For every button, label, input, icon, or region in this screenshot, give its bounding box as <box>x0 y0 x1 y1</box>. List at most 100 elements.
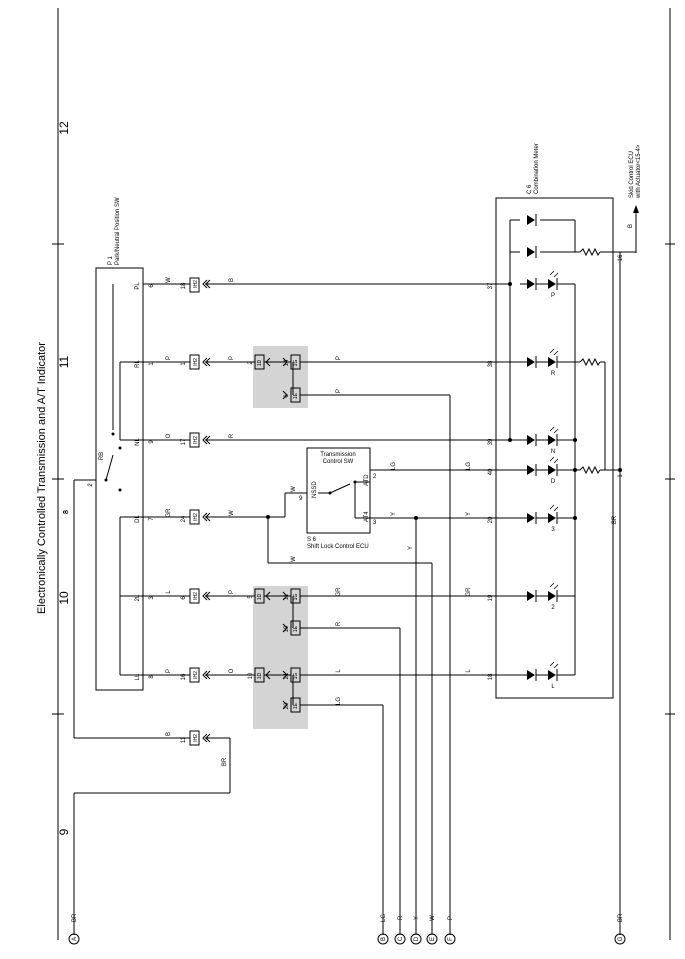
junction-label-1D: 1D <box>257 593 263 600</box>
connector-id-A: A <box>72 937 78 941</box>
side-digit: 8 <box>63 510 70 514</box>
wire-color-dl-right: W <box>229 510 235 516</box>
p1-label-NL: NL <box>135 438 141 446</box>
connector-id-G: G <box>618 936 624 941</box>
connector-color-G: BR <box>618 913 624 922</box>
connector-color-E: W <box>430 915 436 921</box>
wire-color-l2-right: GR <box>336 587 342 597</box>
ih2-pin-16: 16 <box>181 673 187 680</box>
junction-pin-6: 6 <box>284 394 290 398</box>
junction-pin-19: 19 <box>284 625 290 632</box>
svg-text:Control SW: Control SW <box>323 459 354 465</box>
diagram-labels: 6PL1RL9NL7DL32L8LL2RBIH218IH21IH217IH224… <box>64 254 624 941</box>
svg-text:Transmission: Transmission <box>320 452 355 458</box>
wire-color-l2-far: GR <box>466 587 472 597</box>
p1-label-rb: RB <box>99 452 105 460</box>
wire-color-ll-right: L <box>336 669 342 673</box>
wire-color-g-wire: BR <box>612 515 618 524</box>
c6-name: Combination Meter <box>534 143 540 194</box>
connector-color-B: LG <box>381 914 387 922</box>
ih2-label: IH2 <box>193 280 199 288</box>
connector-c <box>394 933 406 945</box>
p1-pin-rb: 2 <box>88 483 94 487</box>
p1-pin-7: 7 <box>149 517 155 521</box>
section-9: 9 <box>57 828 71 835</box>
svg-text:9: 9 <box>299 496 303 502</box>
connector-f <box>444 933 456 945</box>
section-10: 10 <box>57 591 71 605</box>
wire-color-at4-right: Y <box>466 512 472 516</box>
wire-color-dl-down: W <box>291 556 297 562</box>
connector-id-B: B <box>381 937 387 941</box>
junction-pin-5: 5 <box>248 595 254 599</box>
junction-label-1E: 1E <box>293 702 299 709</box>
wire-color-nssd: W <box>291 486 297 492</box>
svg-text:Electronically Controlled Tran: Electronically Controlled Transmission a… <box>36 342 48 614</box>
bottom-connectors <box>68 933 626 945</box>
c6-pin-19: 19 <box>488 594 494 601</box>
junction-label-1G: 1G <box>293 594 299 601</box>
c6-pin-18: 18 <box>488 673 494 680</box>
wire-color-ll-mid: O <box>229 668 235 673</box>
ih2-pin-6: 6 <box>181 596 187 600</box>
p1-pin-1: 1 <box>149 362 155 366</box>
section-11: 11 <box>57 355 71 368</box>
c6-pin-40: 40 <box>488 468 494 475</box>
junction-label-1D: 1D <box>257 672 263 679</box>
wire-color-bottom-down: BR <box>222 757 228 766</box>
transmission-control-sw-box: Transmission Control SW S 6 Shift Lock C… <box>299 447 377 550</box>
junction-label-1E: 1E <box>293 625 299 632</box>
connector-id-C: C <box>398 936 404 941</box>
p1-code: P 1 <box>108 255 114 265</box>
wire-color-rl-branch: P <box>336 389 342 393</box>
svg-text:ATD: ATD <box>364 474 370 486</box>
junction-label-1D: 1D <box>257 359 263 366</box>
p1-label-RL: RL <box>135 360 141 368</box>
indicator-R: R <box>551 371 556 377</box>
svg-text:Skid Control ECU: Skid Control ECU <box>629 151 635 198</box>
indicator-L: L <box>551 684 555 690</box>
c6-code: C 6 <box>527 184 533 194</box>
svg-text:S 6: S 6 <box>307 537 317 543</box>
wire-color-bottom-left: B <box>166 732 172 736</box>
junction-connectors <box>254 354 301 713</box>
ih2-label: IH2 <box>193 671 199 679</box>
junction-pin-20: 20 <box>284 702 290 709</box>
wire-color-ll-branch: LG <box>336 697 342 705</box>
connector-color-F: P <box>448 916 454 920</box>
connector-id-E: E <box>430 937 436 941</box>
wire-color-dl-left: GR <box>166 508 172 518</box>
ih2-label: IH2 <box>193 734 199 742</box>
c6-pin-20: 20 <box>488 516 494 523</box>
connector-color-A: BR <box>72 913 78 922</box>
connector-e <box>426 933 438 945</box>
ih2-pin-17: 17 <box>181 438 187 445</box>
wire-color-pl-left: W <box>166 277 172 283</box>
connector-d <box>410 933 422 945</box>
svg-text:AT4: AT4 <box>364 511 370 522</box>
p1-label-2L: 2L <box>135 594 141 601</box>
skid-control-ecu: Skid Control ECU with Actuator<15-4> B <box>628 144 642 253</box>
svg-text:3: 3 <box>373 520 377 526</box>
junction-label-1E: 1E <box>293 392 299 399</box>
indicator-3: 3 <box>551 527 555 533</box>
frame <box>52 8 675 940</box>
junction-pin-2: 2 <box>248 361 254 365</box>
svg-text:Shift Lock Control ECU: Shift Lock Control ECU <box>307 544 369 550</box>
junction-pin-14: 14 <box>284 359 290 366</box>
connector-color-C: R <box>398 915 404 920</box>
wire-color-at4-wire: Y <box>391 512 397 516</box>
wire-color-l2-mid: P <box>229 590 235 594</box>
junction-pin-11: 11 <box>284 593 290 600</box>
wire-color-ll-left: P <box>166 669 172 673</box>
wire-color-ld-wire: LG <box>391 462 397 470</box>
connector-b <box>377 933 389 945</box>
indicator-N: N <box>551 449 555 455</box>
meter-diodes <box>520 214 563 681</box>
junction-shading <box>253 346 308 729</box>
c6-pin-38: 38 <box>488 360 494 367</box>
ih2-label: IH2 <box>193 592 199 600</box>
wire-color-rb: B <box>64 510 70 514</box>
ih2-pin-1: 1 <box>181 362 187 366</box>
c6-pin-39: 39 <box>488 438 494 445</box>
